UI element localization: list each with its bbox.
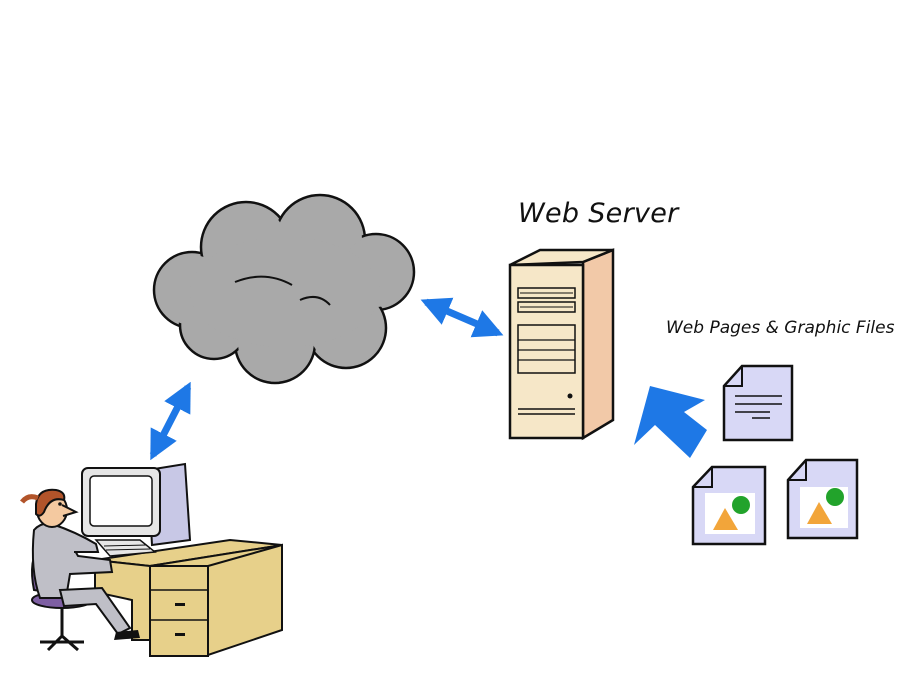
server-tower-icon <box>508 248 615 441</box>
image-file-icon <box>786 458 859 540</box>
files-to-server-arrow <box>634 386 707 458</box>
client-internet-arrow <box>149 381 192 461</box>
cloud-icon <box>152 193 416 385</box>
web-server-label: Web Server <box>518 198 679 229</box>
internet-server-arrow <box>420 297 504 338</box>
web-pages-label: Web Pages & Graphic Files <box>666 318 895 338</box>
image-file-icon <box>691 465 767 546</box>
person-at-computer-icon <box>20 462 283 657</box>
text-document-icon <box>722 364 794 442</box>
